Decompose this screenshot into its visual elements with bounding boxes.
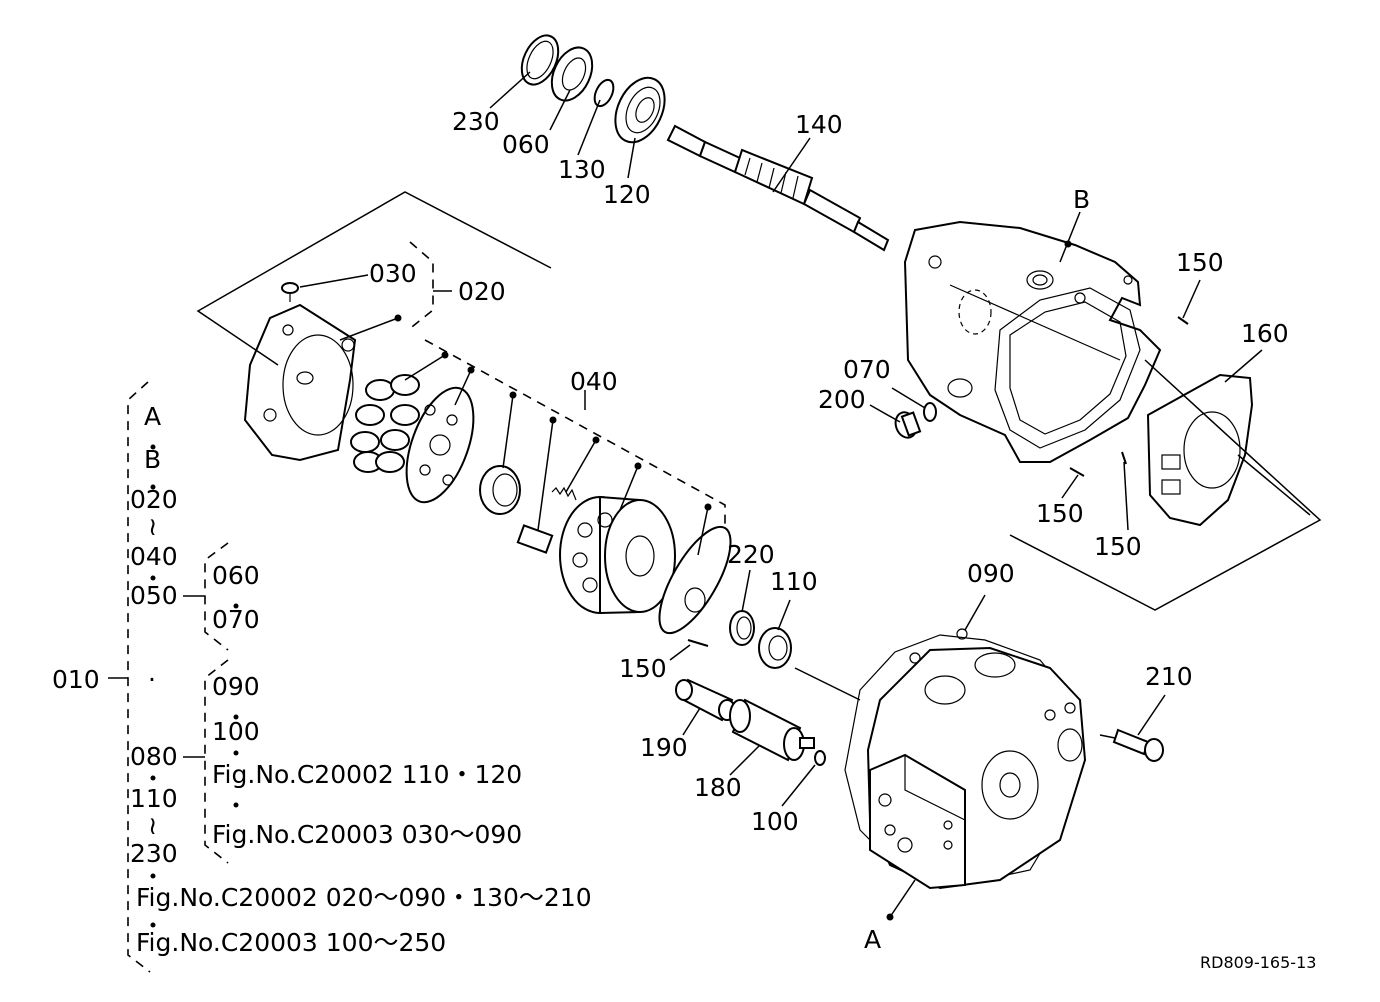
tree-B: B [144, 445, 161, 474]
tree-050: 050 [130, 581, 178, 610]
tree-wave-1: ≀ [148, 512, 157, 541]
callout-140: 140 [795, 110, 843, 139]
tree-fig-c20002-a: Fig.No.C20002 110・120 [212, 760, 522, 789]
drawing-reference-code: RD809-165-13 [1200, 953, 1316, 972]
callout-090: 090 [967, 559, 1015, 588]
part-plug-200 [894, 411, 922, 439]
tree-060: 060 [212, 561, 260, 590]
part-piston-180 [729, 698, 815, 762]
tree-110: 110 [130, 784, 178, 813]
tree-070: 070 [212, 605, 260, 634]
callout-210: 210 [1145, 662, 1193, 691]
callout-070: 070 [843, 355, 891, 384]
callout-labels: 230 060 130 120 140 B 150 160 030 020 04… [369, 107, 1289, 954]
tree-dot: · [148, 665, 156, 694]
part-sleeve-190 [675, 678, 736, 722]
callout-A: A [864, 925, 881, 954]
callout-020: 020 [458, 277, 506, 306]
part-valve-plate [658, 525, 732, 635]
tree-wave-2: ≀ [148, 811, 157, 840]
tree-root-010: 010 [52, 665, 100, 694]
guide-lines [196, 191, 1322, 739]
part-end-cover [243, 303, 357, 462]
callout-040: 040 [570, 367, 618, 396]
part-o-ring-100 [814, 750, 826, 766]
callout-180: 180 [694, 773, 742, 802]
callout-150-mid: 150 [1036, 499, 1084, 528]
tree-080: 080 [130, 742, 178, 771]
callout-230: 230 [452, 107, 500, 136]
parts-drawing [243, 34, 1254, 890]
part-shaft-140 [666, 124, 890, 252]
part-oil-seal-060 [550, 46, 594, 102]
callout-150-right: 150 [1094, 532, 1142, 561]
tree-fig-c20003-b: Fig.No.C20003 100～250 [136, 928, 446, 957]
tree-100: 100 [212, 717, 260, 746]
callout-B: B [1073, 185, 1090, 214]
callout-220: 220 [727, 540, 775, 569]
leader-lines [299, 71, 1263, 921]
assembly-tree: 010 A B 020 ≀ 040 050 060 070 · 090 100 … [52, 381, 592, 973]
part-pin-150-right [1121, 451, 1127, 465]
part-bearing-110 [758, 627, 792, 669]
part-pin-150-top [1177, 316, 1189, 325]
part-plate-160 [1146, 373, 1254, 527]
callout-110: 110 [770, 567, 818, 596]
callout-160: 160 [1241, 319, 1289, 348]
tree-fig-c20003-a: Fig.No.C20003 030～090 [212, 820, 522, 849]
tree-020: 020 [130, 485, 178, 514]
part-pistons [350, 374, 420, 473]
part-body-090 [844, 628, 1087, 890]
part-pin-150-lower [687, 639, 709, 647]
part-pin [516, 524, 554, 554]
part-spring [551, 486, 577, 501]
callout-150-lower: 150 [619, 654, 667, 683]
callout-150-top: 150 [1176, 248, 1224, 277]
callout-030: 030 [369, 259, 417, 288]
part-bolt-210 [1112, 728, 1164, 762]
part-pin-150-mid [1069, 467, 1085, 477]
callout-130: 130 [558, 155, 606, 184]
part-housing-B [903, 220, 1162, 463]
tree-fig-c20002-b: Fig.No.C20002 020～090・130～210 [136, 883, 592, 912]
callout-100: 100 [751, 807, 799, 836]
part-bearing-120 [614, 76, 666, 144]
part-cylinder-block [559, 495, 676, 615]
tree-090: 090 [212, 672, 260, 701]
part-snap-ring-130 [593, 78, 615, 108]
callout-060: 060 [502, 130, 550, 159]
tree-A: A [144, 402, 161, 431]
part-ring-220 [729, 610, 755, 646]
part-screw-030 [281, 282, 299, 302]
callout-200: 200 [818, 385, 866, 414]
callout-190: 190 [640, 733, 688, 762]
part-retainer-plate [405, 386, 475, 504]
part-ball-guide [479, 465, 521, 515]
callout-120: 120 [603, 180, 651, 209]
tree-230: 230 [130, 839, 178, 868]
tree-040: 040 [130, 542, 178, 571]
part-o-ring-070 [923, 402, 937, 422]
